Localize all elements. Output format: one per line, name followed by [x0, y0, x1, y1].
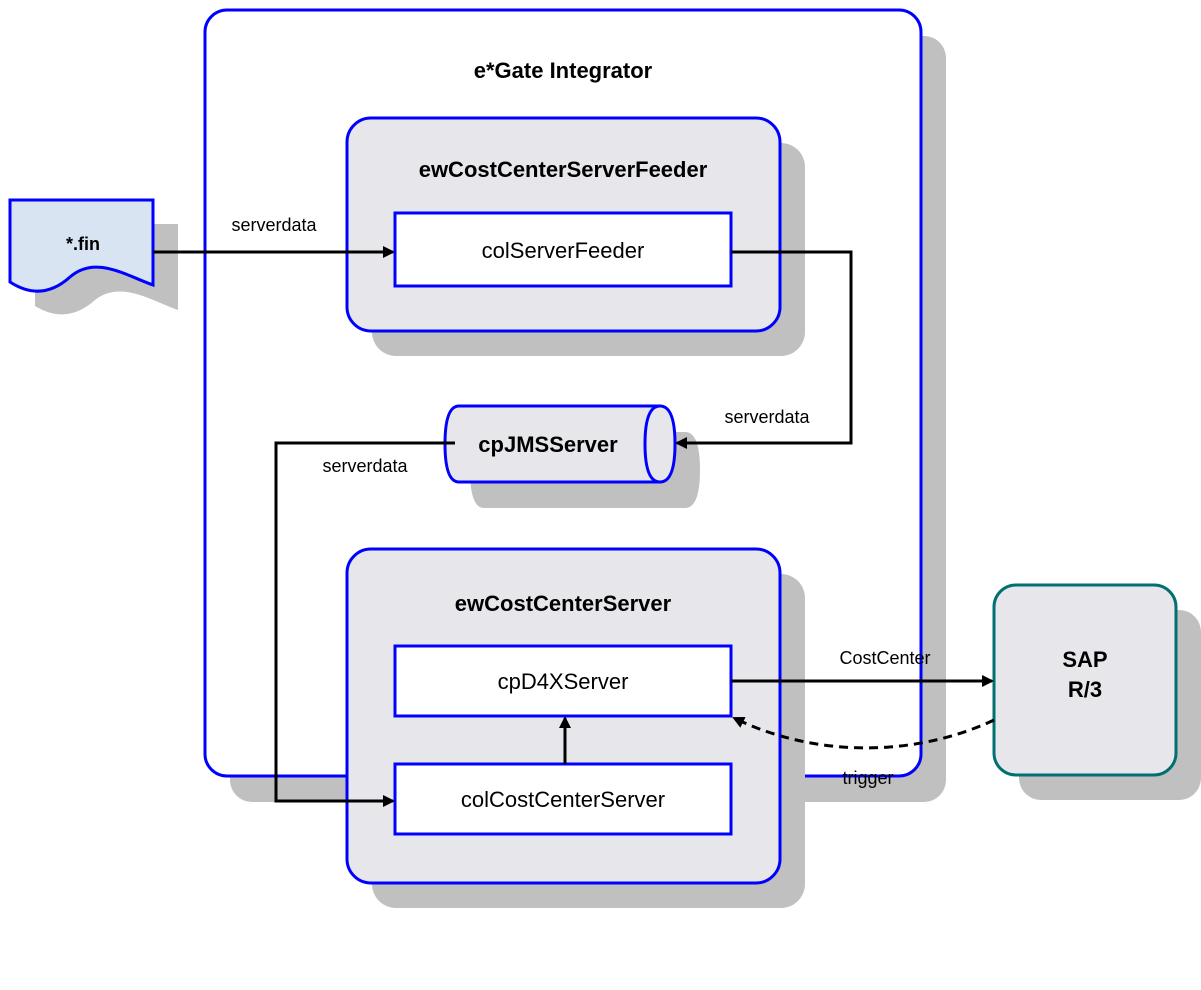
- col-cost-center-server-box: [393, 762, 733, 836]
- cp-d4x-server-label: cpD4XServer: [498, 669, 629, 694]
- integrator-title: e*Gate Integrator: [474, 58, 653, 83]
- server-module: ewCostCenterServer cpD4XServer colCostCe…: [345, 547, 805, 908]
- file-document: *.fin: [8, 198, 178, 315]
- label-trigger: trigger: [842, 768, 893, 788]
- feeder-module: ewCostCenterServerFeeder colServerFeeder: [345, 116, 805, 356]
- jms-cylinder-end: [643, 404, 661, 484]
- connector-labels: serverdata serverdata serverdata CostCen…: [231, 215, 930, 788]
- label-to-sap: CostCenter: [839, 648, 930, 668]
- sap-system: SAP R/3: [992, 583, 1201, 800]
- label-file-to-feeder: serverdata: [231, 215, 317, 235]
- server-title: ewCostCenterServer: [455, 591, 672, 616]
- col-server-feeder-box: [393, 211, 733, 288]
- connectors: [153, 246, 995, 807]
- col-cost-center-server-label: colCostCenterServer: [461, 787, 665, 812]
- jms-label: cpJMSServer: [478, 432, 618, 457]
- file-label: *.fin: [66, 234, 100, 254]
- feeder-to-jms-arrow: [675, 250, 853, 449]
- file-shape: [8, 198, 155, 293]
- jms-server: cpJMSServer: [443, 404, 700, 508]
- sap-label-line1: SAP: [1062, 647, 1107, 672]
- feeder-title: ewCostCenterServerFeeder: [419, 157, 708, 182]
- trigger-arrow: [732, 716, 995, 750]
- sap-label-line2: R/3: [1068, 677, 1102, 702]
- sap-box: [992, 583, 1178, 777]
- label-jms-to-server: serverdata: [322, 456, 408, 476]
- col-server-feeder-label: colServerFeeder: [482, 238, 645, 263]
- jms-to-server-arrow: [274, 441, 455, 807]
- label-feeder-to-jms: serverdata: [724, 407, 810, 427]
